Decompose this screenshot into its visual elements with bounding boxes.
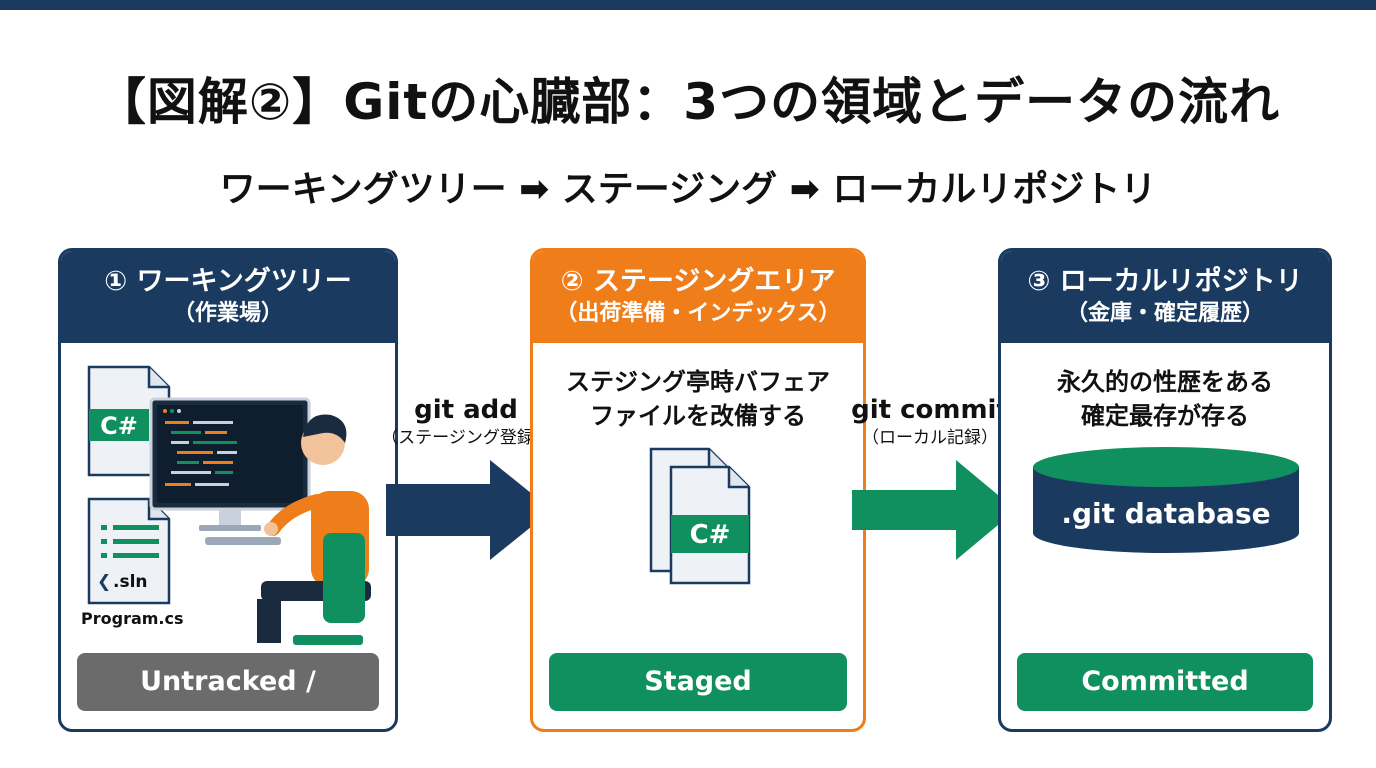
git-add-arrow [386, 460, 552, 560]
working-tree-heading: ① ワーキングツリー [104, 266, 352, 297]
local-repository-description: 永久的の性歴をある 確定最存が存る [1001, 365, 1329, 433]
untracked-status-badge: Untracked / Modified [77, 653, 379, 729]
csharp-file-label: C# [100, 412, 138, 440]
local-repository-panel: ③ ローカルリポジトリ （金庫・確定履歴） 永久的の性歴をある 確定最存が存る … [998, 248, 1332, 732]
git-add-label-group: git add （ステージング登録） [366, 394, 566, 450]
local-repository-header: ③ ローカルリポジトリ （金庫・確定履歴） [1001, 251, 1329, 343]
working-tree-header: ① ワーキングツリー （作業場） [61, 251, 395, 343]
monitor-icon [149, 397, 311, 531]
git-add-note: （ステージング登録） [381, 428, 551, 448]
program-file-label: Program.cs [81, 609, 184, 628]
staging-area-subheading: （出荷準備・インデックス） [555, 301, 841, 326]
git-commit-command: git commit [851, 395, 1009, 425]
developer-person-icon [257, 414, 371, 645]
git-add-command: git add [414, 395, 518, 425]
staging-area-header: ② ステージングエリア （出荷準備・インデックス） [533, 251, 863, 343]
staging-area-description-line-2: ファイルを改備する [590, 402, 806, 430]
committed-status-badge: Committed [1017, 653, 1313, 711]
top-bar [0, 0, 1376, 10]
staging-area-heading: ② ステージングエリア [560, 266, 836, 297]
database-icon: .git database [1033, 447, 1299, 553]
local-repository-description-line-2: 確定最存が存る [1081, 402, 1249, 430]
local-repository-heading: ③ ローカルリポジトリ [1027, 266, 1303, 297]
staged-file-icon: C# [649, 447, 751, 585]
git-commit-note: （ローカル記録） [862, 428, 998, 448]
working-tree-subheading: （作業場） [172, 301, 283, 326]
page-title: 【図解②】Gitの心臓部：3つの領域とデータの流れ [95, 73, 1281, 131]
svg-text:❮: ❮ [97, 572, 111, 592]
local-repository-subheading: （金庫・確定履歴） [1065, 301, 1264, 326]
staging-area-description: ステジング亭時バフェア ファイルを改備する [533, 365, 863, 433]
developer-illustration: C# ❮ .sln [87, 365, 371, 645]
working-tree-panel: ① ワーキングツリー （作業場） C# ❮ .sln [58, 248, 398, 732]
sln-file-icon: ❮ .sln [87, 497, 171, 605]
git-commit-label-group: git commit （ローカル記録） [830, 394, 1030, 450]
keyboard-icon [205, 537, 281, 545]
local-repository-description-line-1: 永久的の性歴をある [1057, 368, 1273, 396]
staged-status-badge: Staged [549, 653, 847, 711]
staged-file-label: C# [690, 520, 731, 550]
database-label: .git database [1061, 497, 1270, 530]
git-commit-arrow [852, 460, 1016, 560]
staging-area-description-line-1: ステジング亭時バフェア [566, 368, 830, 396]
staging-area-panel: ② ステージングエリア （出荷準備・インデックス） ステジング亭時バフェア ファ… [530, 248, 866, 732]
sln-file-label: .sln [113, 572, 148, 592]
flow-subtitle: ワーキングツリー ➡ ステージング ➡ ローカルリポジトリ [219, 169, 1157, 210]
